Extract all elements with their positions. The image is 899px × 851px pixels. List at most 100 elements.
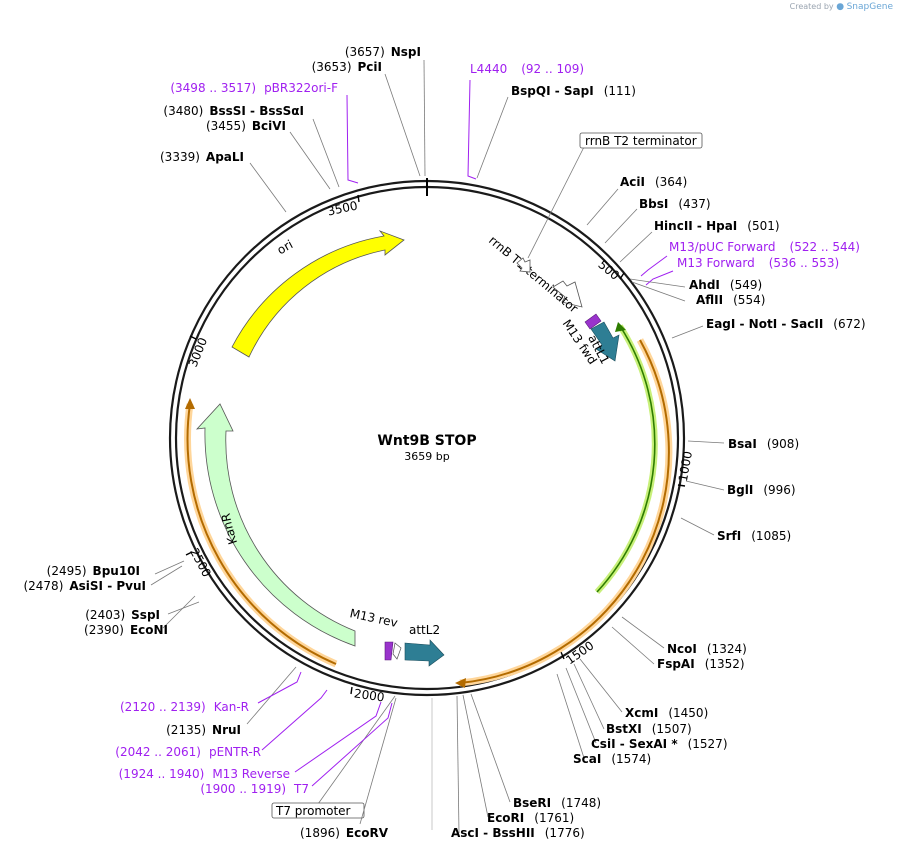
feature-m13fwd[interactable] — [584, 313, 602, 330]
svg-text:AciI(364): AciI(364) — [620, 175, 687, 189]
primer-kanr[interactable]: (2120 .. 2139)Kan-R — [120, 700, 249, 714]
site-ecorv[interactable]: (1896)EcoRV — [300, 826, 389, 840]
site-nspi[interactable]: (3657)NspI — [345, 45, 421, 59]
site-bstxi[interactable]: BstXI(1507) — [606, 722, 692, 736]
site-bbsi[interactable]: BbsI(437) — [639, 197, 711, 211]
orf-left[interactable] — [186, 403, 337, 665]
site-hincii[interactable]: HincII - HpaI(501) — [654, 219, 780, 233]
site-nrui[interactable]: (2135)NruI — [166, 723, 241, 737]
site-csii[interactable]: CsiI - SexAI *(1527) — [591, 737, 728, 751]
site-bcivi[interactable]: (3455)BciVI — [206, 119, 286, 133]
feature-rrnbt1-label: rrnB T1 terminator — [486, 233, 581, 316]
svg-text:BspQI - SapI(111): BspQI - SapI(111) — [511, 84, 636, 98]
primer-pentr[interactable]: (2042 .. 2061)pENTR-R — [115, 745, 261, 759]
svg-text:(2403)SspI: (2403)SspI — [85, 608, 160, 622]
svg-text:BsaI(908): BsaI(908) — [728, 437, 799, 451]
feature-m13rev-small — [392, 642, 402, 660]
svg-text:M13 Forward(536 .. 553): M13 Forward(536 .. 553) — [677, 256, 839, 270]
primer-m13reverse[interactable]: (1924 .. 1940)M13 Reverse — [119, 767, 290, 781]
svg-text:AhdI(549): AhdI(549) — [689, 278, 762, 292]
site-apali[interactable]: (3339)ApaLI — [160, 150, 244, 164]
feature-rrnbt2-box — [579, 132, 703, 149]
site-bseri[interactable]: BseRI(1748) — [513, 796, 601, 810]
svg-text:ScaI(1574): ScaI(1574) — [573, 752, 651, 766]
svg-text:EcoRI(1761): EcoRI(1761) — [487, 811, 574, 825]
svg-text:AflII(554): AflII(554) — [696, 293, 765, 307]
svg-text:AscI - BssHII(1776): AscI - BssHII(1776) — [451, 826, 585, 840]
site-bgli[interactable]: BglI(996) — [727, 483, 796, 497]
site-aflii[interactable]: AflII(554) — [696, 293, 765, 307]
primer-t7[interactable]: (1900 .. 1919)T7 — [200, 782, 309, 796]
feature-attl2-label: attL2 — [409, 623, 440, 637]
svg-text:BglI(996): BglI(996) — [727, 483, 796, 497]
svg-text:500: 500 — [595, 257, 622, 282]
primer-l4440[interactable]: L4440(92 .. 109) — [470, 62, 584, 76]
svg-text:(2495)Bpu10I: (2495)Bpu10I — [47, 564, 140, 578]
orf-left-arrowhead — [185, 398, 195, 409]
site-srfi[interactable]: SrfI(1085) — [717, 529, 791, 543]
site-scai[interactable]: ScaI(1574) — [573, 752, 651, 766]
primer-m13puc[interactable]: M13/pUC Forward(522 .. 544) — [669, 240, 860, 254]
tick-500: 500 — [595, 257, 625, 283]
site-ahdi[interactable]: AhdI(549) — [689, 278, 762, 292]
site-bsai[interactable]: BsaI(908) — [728, 437, 799, 451]
site-pcii[interactable]: (3653)PciI — [312, 60, 382, 74]
svg-text:(2390)EcoNI: (2390)EcoNI — [84, 623, 168, 637]
svg-text:(1900 .. 1919)T7: (1900 .. 1919)T7 — [200, 782, 309, 796]
feature-m13rev[interactable] — [384, 641, 394, 661]
orf-right-glow — [459, 338, 673, 687]
site-bspqi[interactable]: BspQI - SapI(111) — [511, 84, 636, 98]
svg-text:(3480)BssSI - BssSαI: (3480)BssSI - BssSαI — [163, 104, 304, 118]
svg-text:SrfI(1085): SrfI(1085) — [717, 529, 791, 543]
orf-green[interactable] — [596, 325, 656, 593]
feature-ori-label: ori — [275, 237, 296, 257]
site-fspai[interactable]: FspAI(1352) — [657, 657, 745, 671]
primer-leaders — [257, 79, 674, 787]
site-ncoi[interactable]: NcoI(1324) — [667, 642, 747, 656]
feature-rrnbt2[interactable] — [516, 257, 531, 273]
tick-1000: 1000 — [676, 450, 695, 487]
site-ecori[interactable]: EcoRI(1761) — [487, 811, 574, 825]
svg-text:L4440(92 .. 109): L4440(92 .. 109) — [470, 62, 584, 76]
svg-text:FspAI(1352): FspAI(1352) — [657, 657, 745, 671]
credit: Created by ● SnapGene — [790, 2, 893, 12]
credit-brand: SnapGene — [846, 2, 893, 12]
site-eagi[interactable]: EagI - NotI - SacII(672) — [706, 317, 866, 331]
site-econi[interactable]: (2390)EcoNI — [84, 623, 168, 637]
svg-text:(2478)AsiSI - PvuI: (2478)AsiSI - PvuI — [23, 579, 146, 593]
svg-text:(1924 .. 1940)M13 Reverse: (1924 .. 1940)M13 Reverse — [119, 767, 290, 781]
primer-pbr322ori[interactable]: (3498 .. 3517)pBR322ori-F — [170, 81, 338, 95]
site-bsssi[interactable]: (3480)BssSI - BssSαI — [163, 104, 304, 118]
site-asisi[interactable]: (2478)AsiSI - PvuI — [23, 579, 146, 593]
plasmid-name: Wnt9B STOP — [377, 433, 476, 449]
svg-text:(3339)ApaLI: (3339)ApaLI — [160, 150, 244, 164]
orf-right[interactable] — [459, 339, 670, 684]
svg-text:NcoI(1324): NcoI(1324) — [667, 642, 747, 656]
site-acii[interactable]: AciI(364) — [620, 175, 687, 189]
tick-2000: 2000 — [350, 686, 385, 705]
feature-attl2[interactable] — [404, 639, 445, 667]
feature-ori[interactable] — [231, 230, 405, 358]
svg-text:XcmI(1450): XcmI(1450) — [625, 706, 708, 720]
site-asci[interactable]: AscI - BssHII(1776) — [451, 826, 585, 840]
svg-text:(1896)EcoRV: (1896)EcoRV — [300, 826, 389, 840]
feature-attl1[interactable] — [590, 321, 620, 362]
feature-rrnbt1[interactable] — [552, 280, 583, 308]
svg-text:3500: 3500 — [326, 198, 359, 218]
feature-kanr[interactable] — [195, 403, 356, 647]
svg-text:(2135)NruI: (2135)NruI — [166, 723, 241, 737]
svg-text:(3455)BciVI: (3455)BciVI — [206, 119, 286, 133]
svg-text:(2120 .. 2139)Kan-R: (2120 .. 2139)Kan-R — [120, 700, 249, 714]
svg-text:(2042 .. 2061)pENTR-R: (2042 .. 2061)pENTR-R — [115, 745, 261, 759]
credit-prefix: Created by — [789, 2, 834, 11]
plasmid-length: 3659 bp — [404, 450, 449, 463]
site-bpu10i[interactable]: (2495)Bpu10I — [47, 564, 140, 578]
feature-rrnbt2-label: rrnB T2 terminator — [585, 134, 697, 148]
primer-m13forward[interactable]: M13 Forward(536 .. 553) — [677, 256, 839, 270]
svg-text:HincII - HpaI(501): HincII - HpaI(501) — [654, 219, 780, 233]
site-xcmi[interactable]: XcmI(1450) — [625, 706, 708, 720]
orf-right-arrowhead — [455, 678, 466, 688]
svg-text:CsiI - SexAI *(1527): CsiI - SexAI *(1527) — [591, 737, 728, 751]
site-sspi[interactable]: (2403)SspI — [85, 608, 160, 622]
svg-text:(3498 .. 3517)pBR322ori-F: (3498 .. 3517)pBR322ori-F — [170, 81, 338, 95]
